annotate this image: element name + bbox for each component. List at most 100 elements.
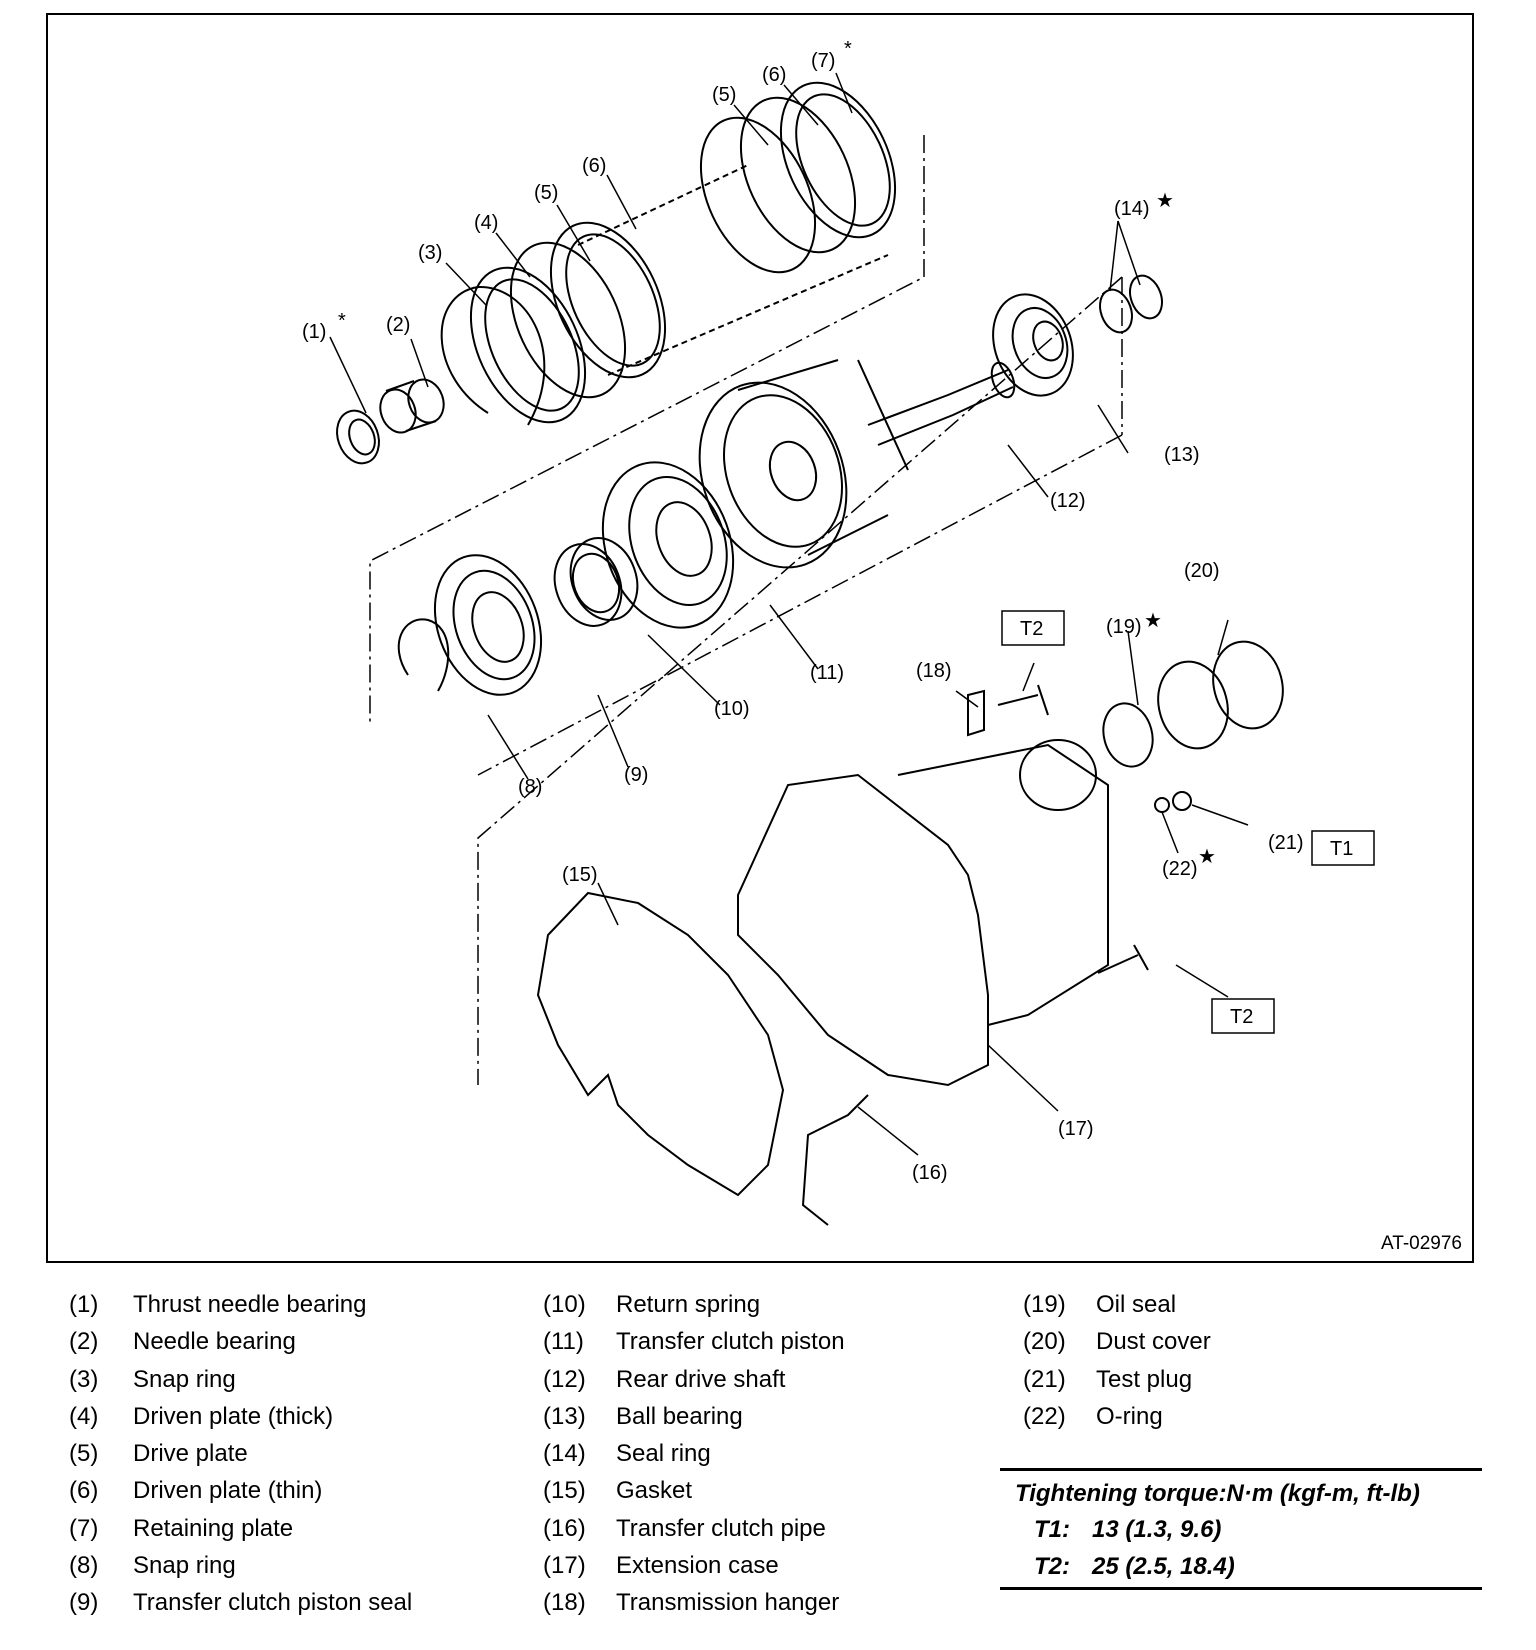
legend-num: (4): [69, 1402, 99, 1430]
divider: [1000, 1587, 1482, 1590]
legend-item: (4) Driven plate (thick): [69, 1398, 412, 1435]
legend-name: Extension case: [616, 1552, 779, 1580]
legend-num: (9): [69, 1589, 99, 1617]
legend-num: (16): [543, 1514, 586, 1542]
legend-item: (10) Return spring: [543, 1286, 845, 1323]
torque-row-t2: T2:25 (2.5, 18.4): [1000, 1548, 1482, 1585]
ball-bearing: [992, 293, 1074, 397]
diagram-frame: (1) * (2) (3) (4) (5) (6) (5) (6) (7) * …: [46, 13, 1474, 1263]
gasket: [536, 891, 785, 1197]
legend-name: Return spring: [616, 1291, 761, 1318]
legend-name: Transfer clutch piston seal: [133, 1589, 413, 1617]
legend-name: Retaining plate: [133, 1514, 294, 1542]
callout-9: (9): [624, 764, 648, 786]
legend-num: (6): [69, 1477, 99, 1505]
legend-name: Transmission hanger: [616, 1589, 840, 1617]
legend-item: (16)Transfer clutch pipe: [543, 1510, 845, 1547]
t2-box-lower: [1211, 998, 1275, 1034]
t2-label-lower: T2: [1230, 1006, 1253, 1028]
callout-5b: (5): [712, 84, 736, 106]
legend-num: (18): [543, 1589, 586, 1617]
torque-value: 25 (2.5, 18.4): [1092, 1553, 1235, 1580]
driven-plate-thick: [469, 266, 587, 424]
legend-name: O-ring: [1096, 1402, 1163, 1430]
legend-name: Rear drive shaft: [616, 1365, 786, 1393]
legend-num: (22): [1023, 1402, 1066, 1430]
t2-box-upper: [1001, 610, 1065, 646]
dashed-guide: [577, 164, 889, 376]
legend-item: (8)Snap ring: [69, 1547, 412, 1584]
figure-id: AT-02976: [1381, 1233, 1462, 1254]
legend-item: (5)Drive plate: [69, 1435, 412, 1472]
legend-name: Driven plate (thick): [133, 1402, 334, 1430]
legend-num: (20): [1023, 1328, 1066, 1356]
needle-bearing: [379, 378, 445, 434]
legend-name: Snap ring: [133, 1552, 236, 1580]
legend-item: (9) Transfer clutch piston seal: [69, 1584, 412, 1621]
dust-cover: [1157, 640, 1284, 750]
legend-item: (7) Retaining plate: [69, 1510, 412, 1547]
legend-num: (21): [1023, 1365, 1066, 1393]
callout-19: (19): [1106, 616, 1142, 638]
assembly-boundary-lines: [369, 135, 1123, 1085]
legend-name: Dust cover: [1096, 1328, 1211, 1356]
legend-num: (1): [69, 1291, 99, 1318]
callout-16: (16): [912, 1162, 948, 1184]
legend-num: (5): [69, 1440, 99, 1468]
legend-item: (15) Gasket: [543, 1472, 845, 1509]
callout-18: (18): [916, 660, 952, 682]
thrust-needle-bearing: [336, 409, 380, 465]
exploded-view-diagram: (1) * (2) (3) (4) (5) (6) (5) (6) (7) * …: [302, 38, 1375, 1226]
torque-key: T1:: [1034, 1516, 1070, 1543]
legend-name: Transfer clutch piston: [616, 1328, 845, 1356]
legend-item: (18) Transmission hanger: [543, 1584, 845, 1621]
legend-name: Needle bearing: [133, 1328, 296, 1356]
legend-num: (15): [543, 1477, 586, 1505]
callout-13: (13): [1164, 444, 1200, 466]
o-ring: [1154, 797, 1170, 813]
legend-column-3: (19) Oil seal (20) Dust cover (21) Test plu…: [1023, 1286, 1211, 1435]
legend-item: (22) O-ring: [1023, 1398, 1211, 1435]
star-19: ★: [1144, 610, 1162, 632]
divider: [1000, 1468, 1482, 1471]
legend-item: (6)Driven plate (thin): [69, 1472, 412, 1509]
legend-num: (10): [543, 1291, 586, 1318]
callout-15: (15): [562, 864, 598, 886]
callout-21: (21): [1268, 832, 1304, 854]
callout-4: (4): [474, 212, 498, 234]
legend-num: (14): [543, 1440, 586, 1468]
transfer-clutch-piston: [601, 461, 735, 629]
legend-item: (20) Dust cover: [1023, 1323, 1211, 1360]
legend-name: Gasket: [616, 1477, 693, 1505]
callout-14: (14): [1114, 198, 1150, 220]
legend-name: Oil seal: [1096, 1291, 1177, 1318]
return-spring: [553, 537, 639, 627]
callout-7: (7): [811, 50, 835, 72]
legend-num: (19): [1023, 1291, 1066, 1318]
legend-item: (21) Test plug: [1023, 1361, 1211, 1398]
callout-10: (10): [714, 698, 750, 720]
legend-name: Test plug: [1096, 1365, 1193, 1393]
legend-item: (13)Ball bearing: [543, 1398, 845, 1435]
t2-label-upper: T2: [1020, 618, 1043, 640]
callout-20: (20): [1184, 560, 1220, 582]
star-22: ★: [1198, 846, 1216, 868]
legend-num: (17): [543, 1552, 586, 1580]
legend-item: (3)Snap ring: [69, 1361, 412, 1398]
asterisk-7: *: [844, 38, 852, 60]
transfer-clutch-piston-seal: [433, 554, 543, 696]
legend-num: (3): [69, 1365, 99, 1393]
legend-item: (14)Seal ring: [543, 1435, 845, 1472]
legend-item: (2)Needle bearing: [69, 1323, 412, 1360]
t1-label: T1: [1330, 838, 1353, 860]
callout-5a: (5): [534, 182, 558, 204]
bolt-upper: [997, 684, 1049, 716]
tightening-torque-table: Tightening torque:N·m (kgf-m, ft-lb) T1:…: [1000, 1468, 1482, 1590]
plate-stack-rear: [699, 81, 897, 274]
torque-value: 13 (1.3, 9.6): [1092, 1516, 1222, 1543]
legend-num: (12): [543, 1365, 586, 1393]
legend-num: (13): [543, 1402, 586, 1430]
callout-3: (3): [418, 242, 442, 264]
extension-case: [737, 739, 1109, 1087]
legend-num: (7): [69, 1514, 99, 1542]
